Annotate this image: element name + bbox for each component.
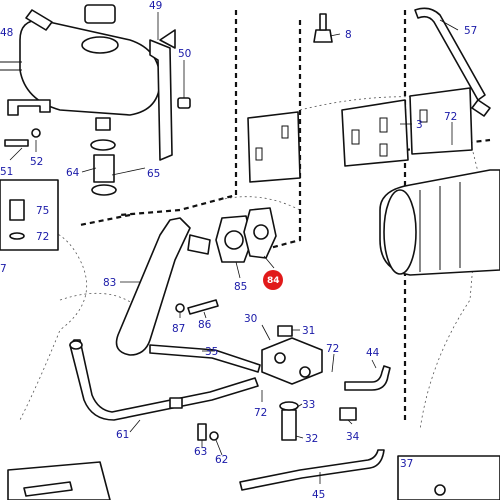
distribution-block xyxy=(261,325,323,385)
water-pipe xyxy=(115,217,211,356)
callout-52: 52 xyxy=(30,156,43,168)
callout-87: 87 xyxy=(172,323,185,335)
leader-lines xyxy=(9,12,459,484)
callout-48: 48 xyxy=(0,27,13,39)
bottom-right-inset xyxy=(397,455,500,500)
callout-72-lower: 72 xyxy=(254,407,267,419)
bottom-pipe xyxy=(239,449,385,491)
callout-32: 32 xyxy=(305,433,318,445)
return-pipe xyxy=(69,339,261,421)
callout-65: 65 xyxy=(147,168,160,180)
inset-detail xyxy=(0,179,59,251)
callout-7: 7 xyxy=(0,263,7,275)
hose-with-clamps xyxy=(90,117,117,196)
callout-51: 51 xyxy=(0,166,13,178)
callout-37: 37 xyxy=(400,458,413,470)
callout-62: 62 xyxy=(215,454,228,466)
callout-31: 31 xyxy=(302,325,315,337)
callout-44: 44 xyxy=(366,347,380,359)
strap-bracket xyxy=(7,99,51,116)
callout-33: 33 xyxy=(302,399,315,411)
callout-3: 3 xyxy=(416,119,423,131)
pipe-top-right xyxy=(414,7,491,117)
callout-57: 57 xyxy=(464,25,477,37)
gasket xyxy=(243,207,277,259)
bolt-and-washer xyxy=(4,128,41,147)
callout-72-inset: 72 xyxy=(36,231,49,243)
callout-35: 35 xyxy=(205,346,218,358)
small-bolt xyxy=(197,423,219,441)
callout-75: 75 xyxy=(36,205,49,217)
callout-72-top: 72 xyxy=(444,111,457,123)
callout-45: 45 xyxy=(312,489,325,500)
bracket xyxy=(149,29,176,161)
fitting xyxy=(313,13,333,43)
union-bolt xyxy=(279,401,357,441)
pipe-right xyxy=(344,365,391,391)
callout-34: 34 xyxy=(346,431,360,443)
callout-85: 85 xyxy=(234,281,247,293)
stud-bolts xyxy=(175,299,219,315)
callout-50: 50 xyxy=(178,48,191,60)
cover-plates xyxy=(247,87,473,183)
nut xyxy=(177,97,191,109)
flange xyxy=(215,215,253,263)
callout-86: 86 xyxy=(198,319,212,331)
callout-49: 49 xyxy=(149,0,162,12)
callout-72-right: 72 xyxy=(326,343,339,355)
engine-outline xyxy=(19,96,481,431)
callout-83: 83 xyxy=(103,277,116,289)
callout-61: 61 xyxy=(116,429,129,441)
highlight-marker-84[interactable] xyxy=(263,270,283,290)
callout-8: 8 xyxy=(345,29,352,41)
callout-30: 30 xyxy=(244,313,257,325)
expansion-tank xyxy=(0,4,161,116)
callout-64: 64 xyxy=(66,167,80,179)
starter-motor xyxy=(379,169,500,276)
bottom-inset xyxy=(7,461,111,500)
callout-63: 63 xyxy=(194,446,207,458)
callout-labels: 48 49 50 52 51 64 65 75 72 8 57 3 72 7 8… xyxy=(0,0,477,500)
callout-84[interactable]: 84 xyxy=(267,276,280,286)
dashed-routing-lines xyxy=(79,10,491,420)
